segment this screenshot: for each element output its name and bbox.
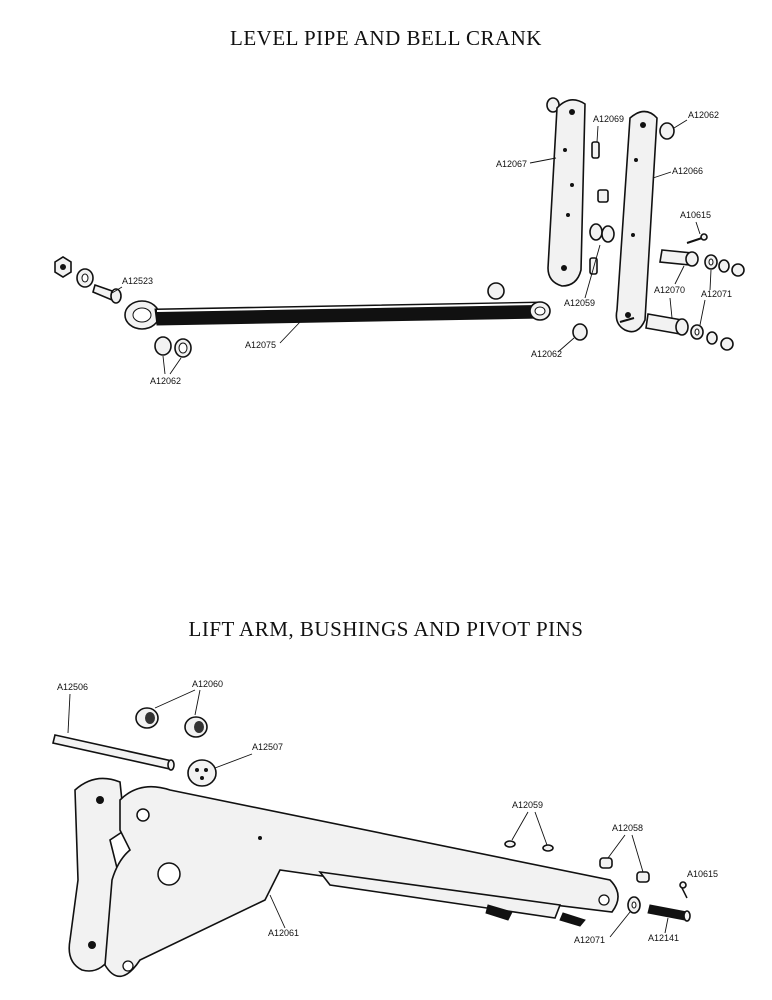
bottom-diagram-title: LIFT ARM, BUSHINGS AND PIVOT PINS [188, 617, 584, 641]
spacer-1 [597, 189, 609, 203]
pin-a12069 [591, 141, 600, 159]
nut-left [54, 256, 72, 278]
pivot-pin-a12506 [52, 734, 175, 771]
label-a12069: A12069 [593, 114, 624, 124]
label-a12067: A12067 [496, 159, 527, 169]
label-a12071: A12071 [574, 935, 605, 945]
cap-a12507 [187, 759, 217, 787]
label-a12075: A12075 [245, 340, 276, 350]
spacer-2 [589, 223, 615, 243]
bushing-left-2 [174, 338, 192, 358]
bell-crank-group [547, 99, 745, 351]
crank-plate-a12067 [547, 99, 586, 287]
washer-a12071 [627, 896, 641, 914]
label-a12061: A12061 [268, 928, 299, 938]
top-labels: A12523 A12062 A12075 A12069 A12067 A1206… [111, 110, 732, 386]
label-a12507: A12507 [252, 742, 283, 752]
label-a12062-bottom: A12062 [531, 349, 562, 359]
bushing-top-right [659, 122, 675, 140]
label-a12059: A12059 [564, 298, 595, 308]
level-pipe-group [54, 97, 675, 358]
bushing-left-1 [154, 336, 172, 356]
pin-a12141 [647, 904, 691, 922]
label-a12060: A12060 [192, 679, 223, 689]
bottom-labels: A12506 A12060 A12507 A12059 A12058 A1061… [57, 679, 718, 945]
crank-plate-a12066 [615, 110, 658, 333]
lift-arm-a12061 [104, 785, 619, 978]
label-a12059: A12059 [512, 800, 543, 810]
washer-left [76, 268, 94, 288]
label-a12066: A12066 [672, 166, 703, 176]
stud-a12523 [92, 283, 122, 304]
label-a10615: A10615 [687, 869, 718, 879]
label-a12070: A12070 [654, 285, 685, 295]
label-a12062-left: A12062 [150, 376, 181, 386]
label-a12058: A12058 [612, 823, 643, 833]
cotter-pin-a10615 [619, 233, 708, 323]
label-a12071: A12071 [701, 289, 732, 299]
bushing-bottom [572, 323, 588, 341]
cotter-pin-a10615-bottom [679, 881, 688, 899]
pin-a12070-lower [645, 313, 689, 336]
label-a12062-top: A12062 [688, 110, 719, 120]
label-a12141: A12141 [648, 933, 679, 943]
top-diagram-title: LEVEL PIPE AND BELL CRANK [230, 26, 542, 50]
bushing-a12060-2 [184, 716, 208, 738]
lift-arm-group [52, 707, 691, 978]
washers-nuts-a12071 [690, 254, 745, 351]
level-pipe-a12075 [124, 300, 551, 330]
label-a10615: A10615 [680, 210, 711, 220]
pins-a12059 [504, 840, 554, 852]
label-a12523: A12523 [122, 276, 153, 286]
bushing-a12060-1 [135, 707, 159, 729]
label-a12506: A12506 [57, 682, 88, 692]
pin-a12070-upper [659, 249, 699, 267]
bushings-a12058 [599, 857, 650, 883]
bushing-mid [487, 282, 505, 300]
